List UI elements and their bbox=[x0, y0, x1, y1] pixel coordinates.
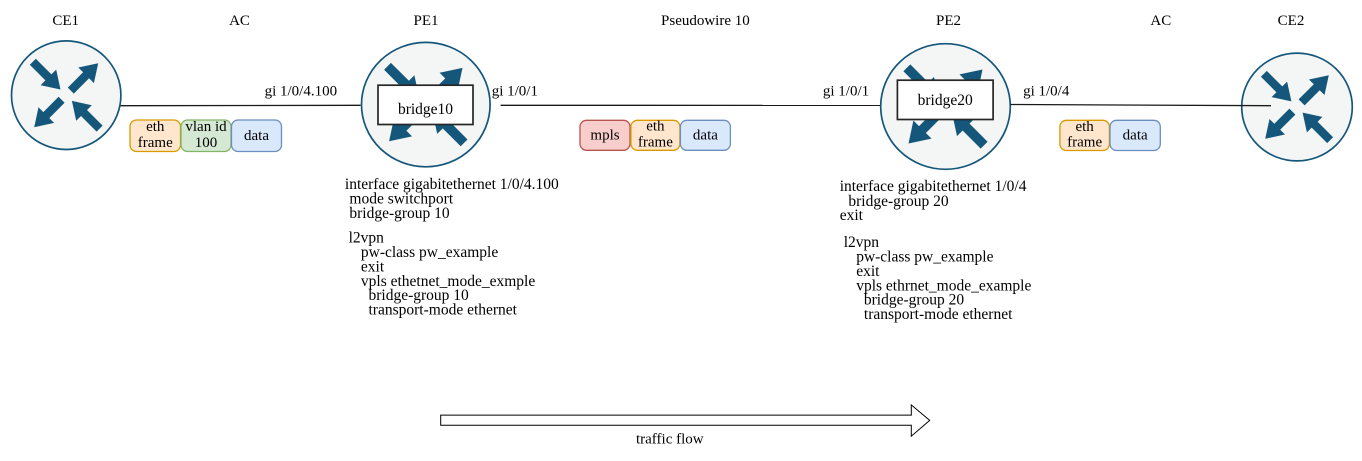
svg-text:bridge-group 10: bridge-group 10 bbox=[349, 205, 450, 222]
svg-text:data: data bbox=[693, 127, 718, 143]
svg-text:CE1: CE1 bbox=[52, 13, 79, 29]
svg-text:vpls ethrnet_mode_example: vpls ethrnet_mode_example bbox=[856, 278, 1031, 295]
svg-text:vlan id: vlan id bbox=[185, 119, 227, 135]
svg-text:l2vpn: l2vpn bbox=[844, 234, 880, 251]
svg-text:bridge-group 20: bridge-group 20 bbox=[864, 292, 965, 309]
svg-text:eth: eth bbox=[146, 119, 165, 135]
svg-text:interface gigabitethernet 1/0/: interface gigabitethernet 1/0/4.100 bbox=[345, 176, 559, 193]
svg-text:bridge20: bridge20 bbox=[918, 92, 973, 109]
svg-text:bridge10: bridge10 bbox=[398, 101, 453, 118]
svg-text:Pseudowire 10: Pseudowire 10 bbox=[661, 13, 750, 29]
svg-text:pw-class pw_example: pw-class pw_example bbox=[361, 244, 498, 261]
svg-text:transport-mode ethernet: transport-mode ethernet bbox=[369, 302, 518, 319]
svg-text:frame: frame bbox=[1067, 135, 1102, 151]
svg-text:exit: exit bbox=[840, 207, 864, 224]
svg-text:data: data bbox=[244, 128, 269, 144]
svg-text:gi 1/0/1: gi 1/0/1 bbox=[492, 83, 538, 99]
svg-text:interface gigabitethernet 1/0/: interface gigabitethernet 1/0/4 bbox=[840, 178, 1027, 195]
svg-text:exit: exit bbox=[856, 263, 880, 280]
svg-text:CE2: CE2 bbox=[1278, 13, 1305, 29]
svg-text:100: 100 bbox=[195, 135, 218, 151]
svg-text:PE2: PE2 bbox=[936, 13, 961, 29]
svg-text:gi 1/0/4.100: gi 1/0/4.100 bbox=[265, 83, 338, 99]
svg-text:frame: frame bbox=[638, 134, 673, 150]
svg-text:frame: frame bbox=[138, 135, 173, 151]
svg-text:data: data bbox=[1123, 127, 1148, 143]
svg-text:bridge-group 20: bridge-group 20 bbox=[848, 193, 949, 210]
svg-text:gi 1/0/1: gi 1/0/1 bbox=[823, 83, 869, 99]
svg-text:mode switchport: mode switchport bbox=[349, 191, 453, 208]
svg-text:AC: AC bbox=[229, 13, 250, 29]
svg-text:PE1: PE1 bbox=[413, 13, 438, 29]
svg-text:pw-class pw_example: pw-class pw_example bbox=[856, 249, 993, 266]
svg-text:mpls: mpls bbox=[590, 127, 619, 143]
svg-text:transport-mode ethernet: transport-mode ethernet bbox=[864, 306, 1013, 323]
svg-text:eth: eth bbox=[646, 119, 665, 135]
svg-text:bridge-group 10: bridge-group 10 bbox=[369, 287, 470, 304]
svg-text:eth: eth bbox=[1075, 119, 1094, 135]
svg-text:vpls ethetnet_mode_exmple: vpls ethetnet_mode_exmple bbox=[361, 273, 535, 290]
svg-text:traffic flow: traffic flow bbox=[636, 432, 704, 448]
svg-text:AC: AC bbox=[1150, 13, 1171, 29]
svg-text:gi 1/0/4: gi 1/0/4 bbox=[1023, 83, 1070, 99]
svg-text:exit: exit bbox=[361, 258, 385, 275]
svg-text:l2vpn: l2vpn bbox=[349, 229, 385, 246]
